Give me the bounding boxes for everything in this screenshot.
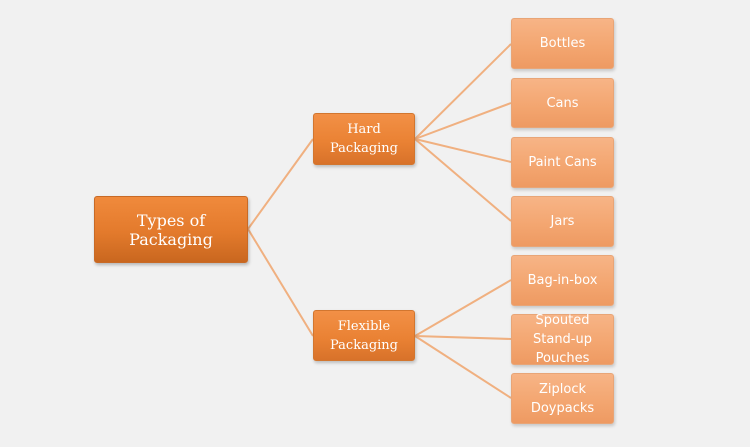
leaf-label-bottles: Bottles [539, 36, 586, 51]
leaf-label-paint-cans: Paint Cans [528, 155, 597, 170]
node-flexible-packaging-label: Flexible Packaging [330, 318, 398, 353]
root-node-label: Types of Packaging [129, 210, 213, 249]
connector-hard-paint-cans [414, 138, 512, 163]
leaf-node-ziplock-doypacks: Ziplock Doypacks [511, 373, 614, 424]
leaf-label-jars: Jars [550, 214, 575, 229]
root-node-types-of-packaging: Types of Packaging [94, 196, 248, 263]
leaf-node-paint-cans: Paint Cans [511, 137, 614, 188]
leaf-node-spouted-pouches: Spouted Stand-up Pouches [511, 313, 614, 366]
connector-hard-jars [414, 138, 512, 222]
connector-root-flexible [247, 228, 314, 337]
leaf-label-ziplock-doypacks: Ziplock Doypacks [530, 381, 595, 416]
leaf-label-spouted-pouches: Spouted Stand-up Pouches [533, 313, 592, 366]
leaf-label-bag-in-box: Bag-in-box [527, 273, 598, 288]
connector-root-hard [247, 138, 314, 230]
connector-flexible-bag-in-box [414, 279, 512, 337]
connector-hard-cans [414, 102, 512, 140]
leaf-label-cans: Cans [546, 95, 579, 111]
leaf-node-cans: Cans [511, 78, 614, 128]
node-hard-packaging-label: Hard Packaging [330, 122, 398, 156]
node-flexible-packaging: Flexible Packaging [313, 310, 415, 361]
leaf-node-bottles: Bottles [511, 18, 614, 69]
connector-flexible-ziplock [414, 335, 512, 399]
connector-flexible-spouted-pouches [414, 335, 512, 340]
leaf-node-bag-in-box: Bag-in-box [511, 255, 614, 306]
connector-hard-bottles [414, 43, 512, 140]
leaf-node-jars: Jars [511, 196, 614, 247]
node-hard-packaging: Hard Packaging [313, 113, 415, 165]
